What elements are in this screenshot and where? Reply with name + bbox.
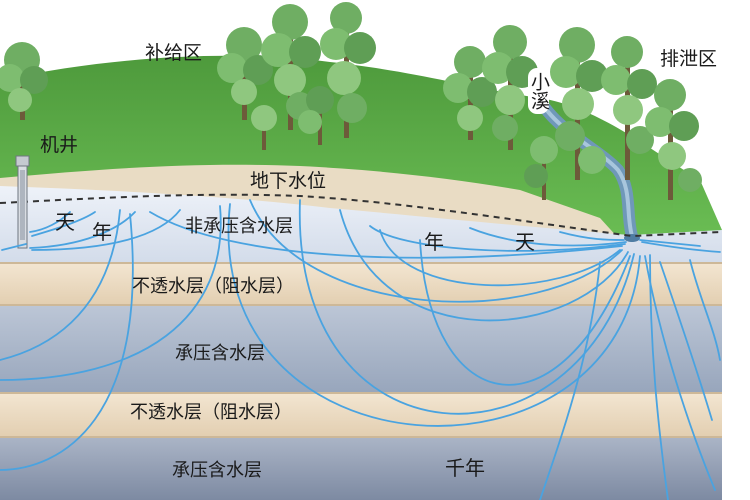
water-table-label: 地下水位 xyxy=(250,170,327,192)
unconfined-aquifer-layer xyxy=(0,186,722,262)
flow-time-thousand-years: 千年 xyxy=(445,456,485,480)
well xyxy=(15,155,30,249)
discharge-zone-label: 排泄区 xyxy=(660,48,718,70)
flow-time-right-year: 年 xyxy=(424,230,444,254)
confined-aquifer-layer-1 xyxy=(0,306,722,392)
confined-aquifer-layer-2 xyxy=(0,438,722,500)
water-table-line xyxy=(0,193,723,238)
aquitard-layer-1 xyxy=(0,262,722,306)
confined-aquifer-1-label: 承压含水层 xyxy=(175,343,265,364)
confined-aquifer-2-label: 承压含水层 xyxy=(172,460,262,481)
unconfined-aquifer-label: 非承压含水层 xyxy=(185,216,293,237)
flow-time-right-day: 天 xyxy=(515,230,535,254)
flow-time-left-year: 年 xyxy=(92,220,112,244)
trees-discharge xyxy=(443,25,702,200)
well-label: 机井 xyxy=(40,134,79,156)
stream-label: 小溪 xyxy=(528,68,550,114)
trees-recharge xyxy=(0,2,376,150)
aquitard-1-label: 不透水层（阻水层） xyxy=(132,276,294,297)
flow-time-left-day: 天 xyxy=(55,210,75,234)
aquitard-layer-2 xyxy=(0,392,722,438)
aquitard-2-label: 不透水层（阻水层） xyxy=(130,402,292,423)
groundwater-flow-lines xyxy=(0,199,721,500)
recharge-zone-label: 补给区 xyxy=(145,42,203,64)
